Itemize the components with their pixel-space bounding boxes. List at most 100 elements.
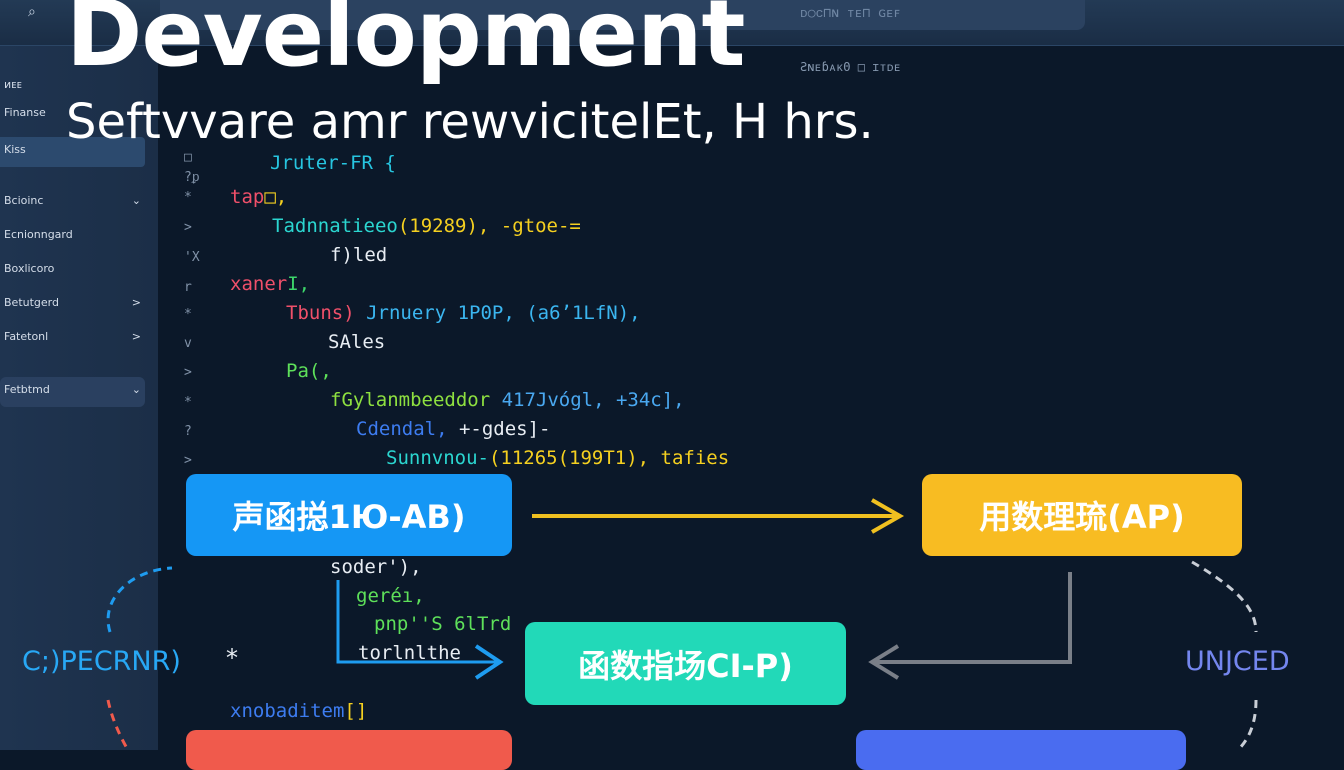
dashed-left-top	[106, 566, 173, 633]
sidebar-item[interactable]: Kiss	[0, 137, 145, 167]
gutter-icon[interactable]: *	[184, 395, 192, 410]
code-token: Jruter-FR {	[270, 152, 396, 174]
code-token: 417Jvógl, +34c],	[490, 389, 685, 411]
sidebar-item-label: ᴎᴇᴇ	[4, 78, 22, 91]
page-subtitle: Seftvvare amr rewvicitelEt, H hrs.	[66, 94, 874, 150]
sidebar-item-label: Fatetonl	[4, 330, 49, 343]
code-token: Tbuns)	[286, 302, 367, 324]
code-token: +-gdes]-	[447, 418, 551, 440]
code-token: []	[344, 700, 368, 722]
dashed-left-bottom	[106, 699, 130, 750]
node-label: 声函搃1Ю-AB)	[232, 498, 466, 536]
code-token: geréı,	[356, 585, 425, 607]
code-token: pnp''S 6lTrd	[374, 613, 512, 635]
gutter-icon[interactable]: v	[184, 336, 192, 351]
code-line: xnobaditem[]	[230, 700, 367, 723]
code-token: Jrnuery 1P0P, (a6ʼ1LfN),	[366, 302, 641, 324]
code-token: Pa(,	[286, 360, 332, 382]
code-token: Cdendal,	[356, 418, 448, 440]
code-line: xanerI,	[230, 273, 310, 296]
sidebar-item-label: Kiss	[4, 143, 26, 156]
node-red[interactable]	[186, 730, 512, 770]
diagram-connectors	[106, 498, 1258, 750]
chevron-icon: ⌄	[131, 383, 141, 396]
code-token: Sunnvnou-	[386, 447, 489, 469]
code-token: I,	[287, 273, 311, 295]
arrow-ab-to-ap-head	[871, 498, 905, 534]
code-line: tap□,	[230, 186, 287, 209]
code-token: □,	[264, 186, 288, 208]
sidebar-item[interactable]: Boxlicoro	[0, 256, 145, 286]
gutter-icon[interactable]: 'X	[184, 250, 200, 265]
code-token: (11265(199T1), tafies	[488, 447, 730, 469]
code-token: Tadnnatieeo	[272, 215, 398, 237]
code-line: geréı,	[356, 585, 425, 608]
left-label: C;)PECRNR)	[22, 646, 181, 677]
node-blue[interactable]	[856, 730, 1186, 770]
sidebar-item[interactable]: Fetbtmd ⌄	[0, 377, 145, 407]
node-cip[interactable]: 函数指场CI-P)	[525, 622, 846, 705]
page-title: Development	[66, 0, 745, 87]
sidebar-item-label: Bcioinc	[4, 194, 44, 207]
arrow-code-to-cip	[336, 580, 500, 664]
node-ab[interactable]: 声函搃1Ю-AB)	[186, 474, 512, 556]
gutter-icon[interactable]: r	[184, 280, 192, 295]
sidebar-item-label: Finanse	[4, 106, 46, 119]
chevron-icon: ⌄	[131, 194, 141, 207]
code-line: Jruter-FR {	[270, 152, 396, 175]
code-token: tap	[230, 186, 265, 208]
code-line: soder'),	[330, 556, 422, 579]
tab-text: ᴅ○ᴄ⊓ɴ ᴛᴇ⊓ ɢᴇꜰ	[800, 6, 901, 21]
code-token: (19289), -gtoe-=	[397, 215, 581, 237]
star-marker: *	[226, 644, 238, 672]
sidebar-item[interactable]: Betutgerd>	[0, 290, 145, 320]
code-token: SAles	[328, 331, 386, 353]
dashed-right-bottom	[1236, 699, 1258, 750]
code-line: f)led	[330, 244, 387, 267]
sidebar-item-label: Betutgerd	[4, 296, 59, 309]
node-ap[interactable]: 用数理琉(AP)	[922, 474, 1242, 556]
code-line: Pa(,	[286, 360, 332, 383]
gutter-icon[interactable]: >	[184, 220, 192, 235]
code-line: Cdendal, +-gdes]-	[356, 418, 550, 441]
arrow-ap-to-cip	[872, 572, 1072, 664]
gutter-icon[interactable]: □	[184, 150, 192, 165]
gutter-icon[interactable]: ?	[184, 424, 192, 439]
right-label: UNJCED	[1185, 646, 1290, 677]
sidebar-item[interactable]: Ecnionngard	[0, 222, 145, 252]
code-line: SAles	[328, 331, 385, 354]
code-line: fGylanmbeeddor 417Jvógl, +34c],	[330, 389, 685, 412]
search-icon[interactable]: ⌕	[28, 4, 36, 20]
sidebar-item[interactable]: ᴎᴇᴇ	[0, 72, 145, 102]
top-bar: ⌕ ᴅ○ᴄ⊓ɴ ᴛᴇ⊓ ɢᴇꜰ	[0, 0, 1344, 46]
code-line: Tadnnatieeo(19289), -gtoe-=	[272, 215, 581, 238]
code-token: xnobaditem	[230, 700, 345, 722]
sidebar-item-label: Fetbtmd	[4, 383, 50, 396]
gutter-icon[interactable]: *	[184, 307, 192, 322]
code-token: f)led	[330, 244, 388, 266]
sidebar-item[interactable]: Finanse	[0, 100, 145, 130]
code-line: Sunnvnou-(11265(199T1), tafies	[386, 447, 729, 470]
sidebar-item[interactable]: Bcioinc ⌄	[0, 188, 145, 218]
code-token: torlnlthe	[358, 642, 461, 664]
arrow-code-to-cip-head	[474, 644, 504, 680]
sidebar-item-label: Ecnionngard	[4, 228, 73, 241]
sidebar-item-label: Boxlicoro	[4, 262, 55, 275]
code-line: torlnlthe	[358, 642, 461, 665]
sidebar-item[interactable]: Fatetonl >	[0, 324, 145, 354]
node-label: 函数指场CI-P)	[578, 646, 793, 685]
chevron-icon: >	[131, 330, 141, 343]
tab-strip[interactable]: ᴅ○ᴄ⊓ɴ ᴛᴇ⊓ ɢᴇꜰ	[160, 0, 1085, 30]
editor-breadcrumb: ƧɴᴇɓᴀᴋΘ □ ɪᴛᴅᴇ	[800, 60, 902, 74]
gutter-icon[interactable]: *	[184, 190, 192, 205]
gutter-icon[interactable]: ?ᵱ	[184, 170, 200, 185]
code-token: xaner	[230, 273, 288, 295]
gutter-icon[interactable]: >	[184, 453, 192, 468]
gutter-icon[interactable]: >	[184, 365, 192, 380]
code-line: pnp''S 6lTrd	[374, 613, 511, 636]
node-label: 用数理琉(AP)	[979, 498, 1185, 536]
arrow-ap-to-cip-head	[868, 644, 900, 680]
code-token: soder'),	[330, 556, 422, 578]
code-line: Tbuns) Jrnuery 1P0P, (a6ʼ1LfN),	[286, 302, 641, 325]
